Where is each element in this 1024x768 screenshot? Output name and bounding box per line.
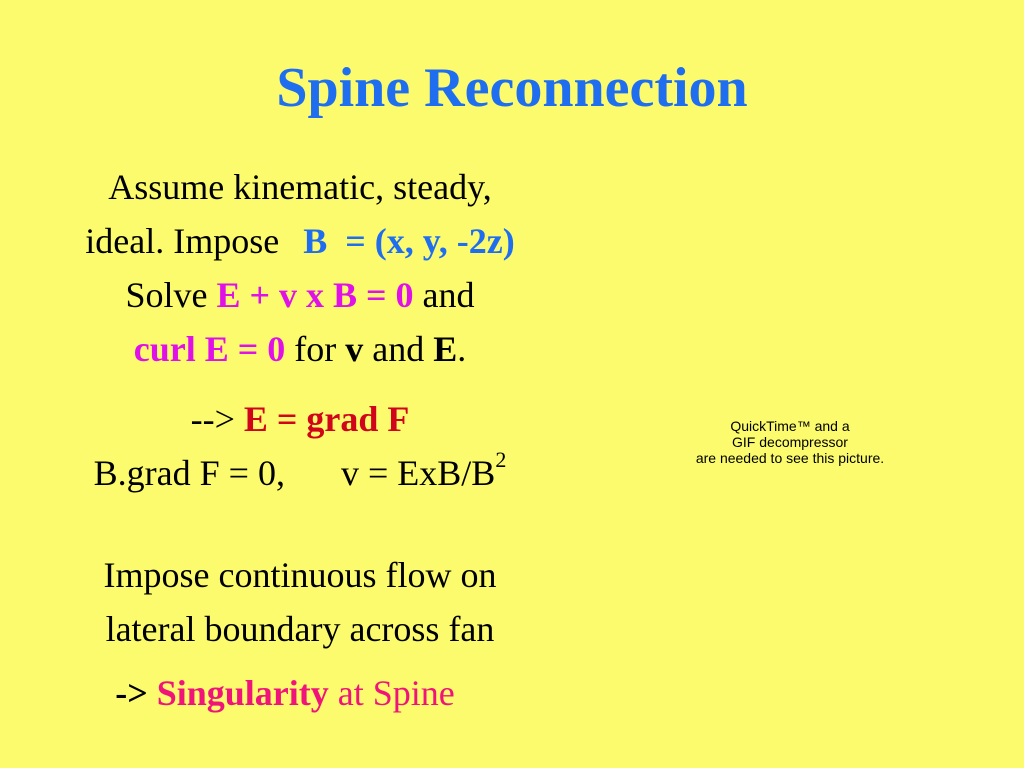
velocity-equation: v = ExB/B <box>340 453 496 493</box>
and-text-2: and <box>372 329 425 369</box>
singularity-word: Singularity <box>156 673 329 713</box>
result-paragraph: --> E = grad F B.grad F = 0, v = ExB/B2 <box>0 392 600 500</box>
quicktime-placeholder: QuickTime™ and a GIF decompressor are ne… <box>640 418 940 466</box>
boundary-line-1: Impose continuous flow on <box>103 555 497 595</box>
assumptions-line-3: Solve E + v x B = 0 and <box>0 268 600 322</box>
superscript-2: 2 <box>495 447 507 472</box>
at-spine-text: at Spine <box>337 673 455 713</box>
slide-title: Spine Reconnection <box>276 57 748 119</box>
placeholder-line-3: are needed to see this picture. <box>695 450 885 466</box>
impose-text: ideal. Impose <box>85 221 280 261</box>
period: . <box>457 329 467 369</box>
curl-equation: curl E = 0 <box>133 329 286 369</box>
v-symbol: v <box>345 329 364 369</box>
field-B: B <box>303 221 328 261</box>
solve-text: Solve <box>125 275 208 315</box>
E-symbol: E <box>433 329 458 369</box>
arrow: --> <box>190 399 235 439</box>
conclusion-arrow: -> <box>115 673 148 713</box>
grad-equation: E = grad F <box>243 399 410 439</box>
bgradf-equation: B.grad F = 0, <box>93 453 285 493</box>
result-line-1: --> E = grad F <box>0 392 600 446</box>
and-text: and <box>422 275 475 315</box>
conclusion-line: -> Singularity at Spine <box>0 666 570 720</box>
ohm-law-equation: E + v x B = 0 <box>216 275 414 315</box>
boundary-paragraph: Impose continuous flow on lateral bounda… <box>0 548 600 656</box>
for-text: for <box>294 329 337 369</box>
boundary-line-2: lateral boundary across fan <box>105 609 495 649</box>
result-line-2: B.grad F = 0, v = ExB/B2 <box>0 446 600 500</box>
placeholder-line-2: GIF decompressor <box>732 434 848 450</box>
assumptions-line-2: ideal. Impose B = (x, y, -2z) <box>0 214 600 268</box>
assumptions-paragraph: Assume kinematic, steady, ideal. Impose B… <box>0 160 600 376</box>
placeholder-line-1: QuickTime™ and a <box>730 418 850 434</box>
assumptions-line-1: Assume kinematic, steady, <box>108 167 492 207</box>
field-equation: = (x, y, -2z) <box>345 221 515 261</box>
assumptions-line-4: curl E = 0 for v and E. <box>0 322 600 376</box>
